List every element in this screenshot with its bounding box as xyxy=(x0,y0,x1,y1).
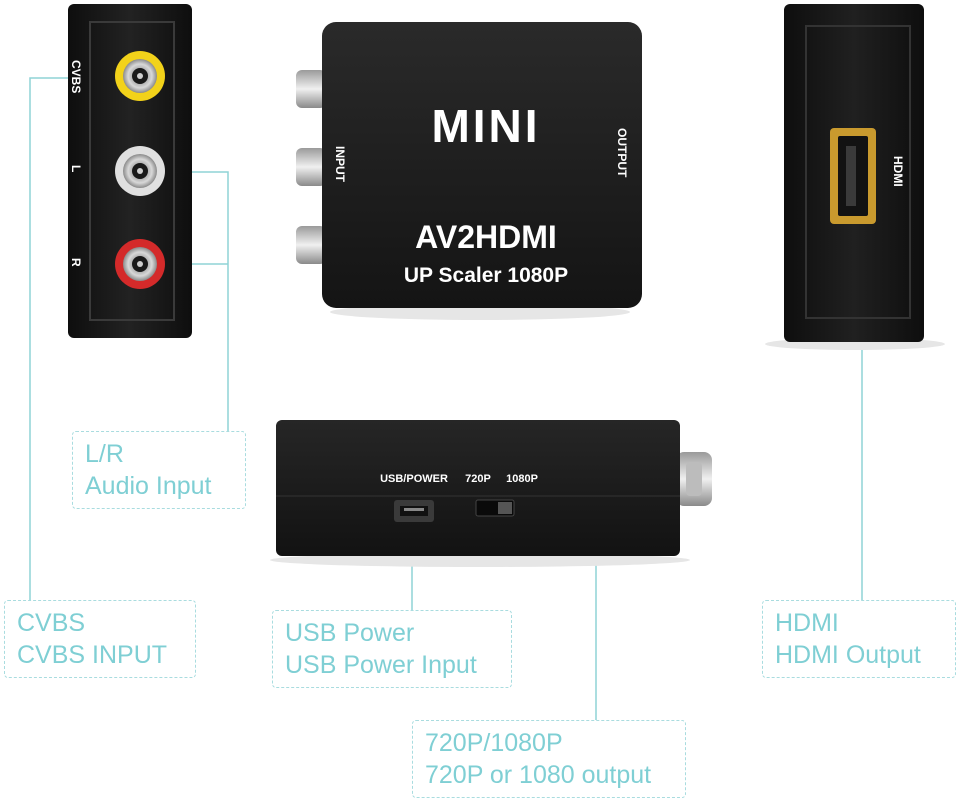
callout-hdmi-output: HDMI HDMI Output xyxy=(762,600,956,678)
callout-hdmi-desc: HDMI Output xyxy=(775,641,921,669)
callout-hdmi-title: HDMI xyxy=(775,609,839,637)
resolution-switch xyxy=(475,499,515,517)
callout-resolution: 720P/1080P 720P or 1080 output xyxy=(412,720,686,798)
front-output-label: OUTPUT xyxy=(615,128,629,178)
callout-audio-input: L/R Audio Input xyxy=(72,431,246,509)
mini-usb-port xyxy=(394,500,434,522)
rca-white-jack xyxy=(115,146,165,196)
callout-usb-desc: USB Power Input xyxy=(285,651,477,679)
front-rca-stubs xyxy=(296,70,326,264)
callout-cvbs-desc: CVBS INPUT xyxy=(17,641,168,669)
callout-cvbs-title: CVBS xyxy=(17,609,86,637)
device-front-body xyxy=(322,22,642,308)
callout-resolution-title: 720P/1080P xyxy=(425,729,563,757)
cvbs-port-label: CVBS xyxy=(69,60,83,93)
rca-yellow-jack xyxy=(115,51,165,101)
callout-cvbs-input: CVBS CVBS INPUT xyxy=(4,600,196,678)
callout-resolution-desc: 720P or 1080 output xyxy=(425,761,652,789)
res-1080-label: 1080P xyxy=(506,473,538,485)
rca-red-jack xyxy=(115,239,165,289)
front-logo: MINI xyxy=(431,100,540,152)
callout-usb-power: USB Power USB Power Input xyxy=(272,610,512,688)
hdmi-port xyxy=(830,128,876,224)
hdmi-port-label: HDMI xyxy=(891,156,905,187)
device-bottom-body xyxy=(276,420,680,556)
l-port-label: L xyxy=(69,165,83,172)
bottom-rca-stub xyxy=(676,452,712,506)
r-port-label: R xyxy=(69,258,83,267)
callout-usb-title: USB Power xyxy=(285,619,415,647)
front-subtitle: UP Scaler 1080P xyxy=(404,264,568,287)
front-input-label: INPUT xyxy=(333,146,347,183)
callout-audio-title: L/R xyxy=(85,440,124,468)
front-title: AV2HDMI xyxy=(415,219,557,255)
audio-l-leader-line xyxy=(180,171,229,432)
usb-port-label: USB/POWER xyxy=(380,473,448,485)
callout-audio-desc: Audio Input xyxy=(85,472,212,500)
res-720-label: 720P xyxy=(465,473,491,485)
